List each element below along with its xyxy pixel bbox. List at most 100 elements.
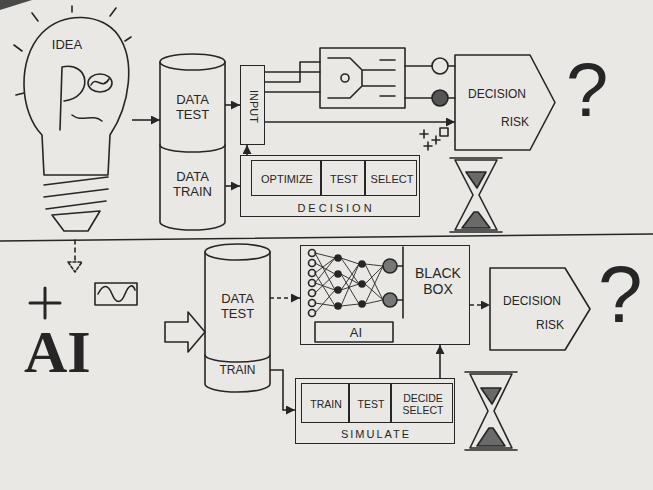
arrow-outline: [455, 55, 555, 150]
hourglass-bottom-part: [465, 372, 517, 450]
bulb-gauge-wave: [91, 79, 109, 85]
outline-group: [490, 268, 590, 350]
model-circuit-part: [432, 90, 448, 106]
arrow-outline: [490, 268, 590, 350]
arrow-shape: [455, 55, 555, 150]
bulb-globe: [24, 17, 129, 175]
arrow-shape: [490, 268, 590, 350]
neural-net-part: [383, 259, 397, 273]
neural-net-part: [315, 253, 383, 313]
question-mark: ?: [598, 255, 643, 335]
dashed-link-part: [68, 262, 82, 272]
dashed-link-part: [74, 240, 76, 262]
neural-net-part: [309, 300, 316, 307]
top-cylinder-part: [160, 145, 225, 152]
paper-edge-part: [0, 0, 32, 10]
neural-net-part: [309, 310, 316, 317]
test-cell: TEST: [349, 383, 391, 423]
model-circuit-part: [420, 130, 440, 150]
node-text: RISK: [501, 116, 529, 130]
node-text: AI: [350, 326, 362, 341]
plus-sign-part: [30, 288, 60, 318]
neural-net-part: [309, 290, 316, 297]
neural-net-part: [335, 287, 341, 293]
sketch-lines: [0, 48, 653, 450]
top-cylinder-part: [160, 54, 225, 70]
plus-sign: [30, 288, 60, 318]
signal-box: [95, 283, 137, 305]
node-text: TEST: [330, 173, 358, 186]
connector: [439, 345, 441, 378]
connector: [132, 119, 160, 121]
signal-box-part: [95, 283, 137, 305]
model-circuit-part: [440, 128, 448, 136]
hourglass-bottom-part: [481, 388, 501, 404]
node-text: BLACK BOX: [409, 265, 467, 297]
neural-net-part: [335, 271, 341, 277]
bulb-rays: [14, 6, 131, 95]
model-circuit-part: [320, 48, 405, 108]
connector: [225, 104, 240, 106]
optimize-cell: OPTIMIZE: [251, 160, 321, 196]
bottom-cylinder-part: [205, 252, 270, 392]
neural-net-part: [397, 247, 403, 318]
hourglass-bottom-part: [477, 428, 505, 446]
top-cylinder: [160, 54, 225, 230]
bulb-scribble: [60, 66, 102, 130]
data-cylinder-top: DATA TEST: [160, 68, 225, 145]
model-circuit-part: [328, 58, 395, 98]
connector: [270, 370, 295, 410]
model-circuit-part: [341, 74, 349, 82]
data-cylinder-top: DATA TEST: [205, 260, 270, 355]
connector: [270, 297, 300, 299]
node-text: DECIDE SELECT: [395, 392, 451, 416]
node-text: RISK: [536, 319, 564, 333]
top-cylinder-part: [160, 62, 225, 230]
decide-select-cell: DECIDE SELECT: [391, 383, 453, 423]
node-text: OPTIMIZE: [261, 173, 313, 186]
select-cell: SELECT: [365, 160, 417, 196]
neural-net-part: [335, 255, 341, 261]
neural-net-part: [309, 260, 316, 267]
divider-line: [0, 234, 653, 241]
node-text: DECISION: [503, 295, 561, 309]
bottom-cylinder: [165, 244, 270, 392]
outline-group: [455, 55, 555, 150]
connector: [470, 304, 490, 306]
node-text: SELECT: [371, 173, 414, 186]
model-circuit-part: [405, 66, 455, 98]
outline-group: [14, 6, 131, 231]
decision-arrow: DECISION RISK: [490, 268, 590, 350]
data-cylinder-bottom: TRAIN: [205, 355, 270, 387]
node-text: IDEA: [52, 38, 82, 53]
hourglass-top: [450, 158, 502, 232]
input-box: INPUT: [240, 65, 265, 145]
simulate-panel: TRAINTESTDECIDE SELECTSIMULATE: [295, 378, 455, 444]
neural-net-part: [309, 280, 316, 287]
model-circuit-part: [265, 62, 320, 92]
model-circuit: [265, 48, 455, 150]
node-text: DECISION: [468, 88, 526, 102]
dashed-link: [68, 240, 82, 272]
neural-net-part: [359, 261, 365, 267]
node-text: DECISION: [297, 202, 374, 215]
hourglass-top-part: [466, 172, 486, 188]
neural-net-part: [383, 293, 397, 307]
node-text: TRAIN: [310, 398, 342, 410]
hourglass-bottom: [465, 372, 517, 450]
decision-arrow: DECISION RISK: [455, 55, 555, 150]
node-text: TEST: [358, 398, 385, 410]
bulb-gauge: [88, 74, 112, 92]
bottom-cylinder-part: [205, 355, 270, 362]
train-cell: TRAIN: [301, 383, 349, 423]
hourglass-top-part: [462, 212, 490, 228]
connector: [265, 121, 455, 123]
neural-net-part: [315, 322, 393, 342]
model-circuit-part: [432, 58, 448, 74]
test-cell: TEST: [321, 160, 365, 196]
question-mark: ?: [566, 52, 608, 128]
neural-net-part: [359, 281, 365, 287]
data-cylinder-bottom: DATA TRAIN: [160, 145, 225, 225]
bottom-cylinder-part: [205, 244, 270, 260]
